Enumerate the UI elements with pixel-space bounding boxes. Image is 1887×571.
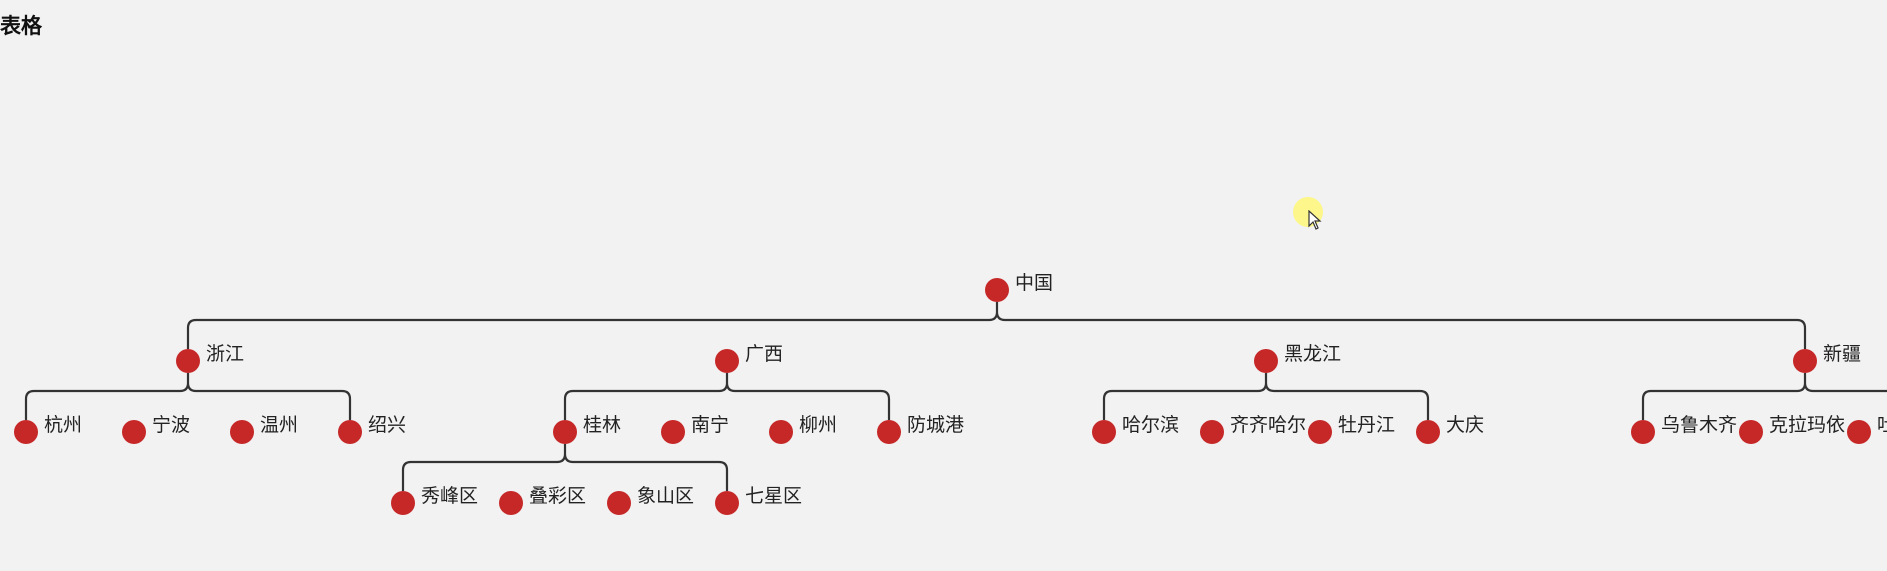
node-label: 乌鲁木齐 bbox=[1661, 414, 1737, 436]
node-label: 杭州 bbox=[44, 414, 82, 436]
node-label: 防城港 bbox=[907, 414, 964, 436]
tree-node[interactable]: 中国 bbox=[985, 272, 1053, 302]
node-label: 新疆 bbox=[1823, 343, 1861, 365]
tree-node[interactable]: 乌鲁木齐 bbox=[1631, 414, 1737, 444]
node-dot[interactable] bbox=[1416, 420, 1440, 444]
node-dot[interactable] bbox=[1308, 420, 1332, 444]
tree-node[interactable]: 柳州 bbox=[769, 414, 837, 444]
tree-edge bbox=[24, 373, 352, 420]
node-label: 桂林 bbox=[583, 414, 621, 436]
node-dot[interactable] bbox=[14, 420, 38, 444]
page-title: 表格 bbox=[0, 14, 42, 38]
node-dot[interactable] bbox=[769, 420, 793, 444]
node-dot[interactable] bbox=[230, 420, 254, 444]
node-dot[interactable] bbox=[985, 278, 1009, 302]
tree-node[interactable]: 桂林 bbox=[553, 414, 621, 444]
tree-edges bbox=[24, 302, 1887, 491]
node-label: 秀峰区 bbox=[421, 485, 478, 507]
node-label: 南宁 bbox=[691, 414, 729, 436]
node-dot[interactable] bbox=[715, 491, 739, 515]
node-dot[interactable] bbox=[338, 420, 362, 444]
node-dot[interactable] bbox=[1200, 420, 1224, 444]
node-label: 浙江 bbox=[206, 343, 244, 365]
tree-node[interactable]: 齐齐哈尔 bbox=[1200, 414, 1306, 444]
node-dot[interactable] bbox=[1254, 349, 1278, 373]
tree-node[interactable]: 克拉玛依 bbox=[1739, 414, 1845, 444]
tree-node[interactable]: 叠彩区 bbox=[499, 485, 586, 515]
tree-node[interactable]: 黑龙江 bbox=[1254, 343, 1341, 373]
tree-node[interactable]: 温州 bbox=[230, 414, 298, 444]
node-dot[interactable] bbox=[553, 420, 577, 444]
tree-edge bbox=[563, 373, 891, 420]
tree-node[interactable]: 象山区 bbox=[607, 485, 694, 515]
node-label: 齐齐哈尔 bbox=[1230, 414, 1306, 436]
node-dot[interactable] bbox=[661, 420, 685, 444]
tree-node[interactable]: 新疆 bbox=[1793, 343, 1861, 373]
mouse-cursor-icon bbox=[1308, 210, 1322, 230]
node-label: 黑龙江 bbox=[1284, 343, 1341, 365]
tree-node[interactable]: 宁波 bbox=[122, 414, 190, 444]
node-label: 七星区 bbox=[745, 485, 802, 507]
tree-node[interactable]: 七星区 bbox=[715, 485, 802, 515]
node-dot[interactable] bbox=[1847, 420, 1871, 444]
tree-node[interactable]: 南宁 bbox=[661, 414, 729, 444]
tree-edge bbox=[401, 444, 729, 491]
node-label: 大庆 bbox=[1446, 414, 1484, 436]
node-dot[interactable] bbox=[1793, 349, 1817, 373]
tree-node[interactable]: 大庆 bbox=[1416, 414, 1484, 444]
node-dot[interactable] bbox=[1631, 420, 1655, 444]
node-label: 哈尔滨 bbox=[1122, 414, 1179, 436]
node-dot[interactable] bbox=[877, 420, 901, 444]
node-label: 温州 bbox=[260, 414, 298, 436]
node-label: 克拉玛依 bbox=[1769, 414, 1845, 436]
cursor-highlight bbox=[1293, 197, 1323, 227]
node-label: 象山区 bbox=[637, 485, 694, 507]
tree-node[interactable]: 杭州 bbox=[14, 414, 82, 444]
tree-node[interactable]: 秀峰区 bbox=[391, 485, 478, 515]
node-label: 柳州 bbox=[799, 414, 837, 436]
tree-node[interactable]: 吐 bbox=[1847, 414, 1887, 444]
node-label: 叠彩区 bbox=[529, 485, 586, 507]
node-dot[interactable] bbox=[1739, 420, 1763, 444]
node-dot[interactable] bbox=[391, 491, 415, 515]
tree-edge bbox=[1641, 373, 1887, 420]
node-label: 绍兴 bbox=[368, 414, 406, 436]
node-dot[interactable] bbox=[499, 491, 523, 515]
node-label: 广西 bbox=[745, 343, 783, 365]
node-label: 吐 bbox=[1877, 414, 1887, 436]
tree-node[interactable]: 哈尔滨 bbox=[1092, 414, 1179, 444]
node-label: 中国 bbox=[1015, 272, 1053, 294]
node-dot[interactable] bbox=[607, 491, 631, 515]
tree-edge bbox=[186, 302, 1807, 349]
tree-edge bbox=[1102, 373, 1430, 420]
node-dot[interactable] bbox=[715, 349, 739, 373]
tree-node[interactable]: 牡丹江 bbox=[1308, 414, 1395, 444]
node-label: 宁波 bbox=[152, 414, 190, 436]
node-dot[interactable] bbox=[176, 349, 200, 373]
node-dot[interactable] bbox=[1092, 420, 1116, 444]
tree-node[interactable]: 浙江 bbox=[176, 343, 244, 373]
tree-node[interactable]: 防城港 bbox=[877, 414, 964, 444]
node-label: 牡丹江 bbox=[1338, 414, 1395, 436]
tree-node[interactable]: 绍兴 bbox=[338, 414, 406, 444]
node-dot[interactable] bbox=[122, 420, 146, 444]
tree-node[interactable]: 广西 bbox=[715, 343, 783, 373]
